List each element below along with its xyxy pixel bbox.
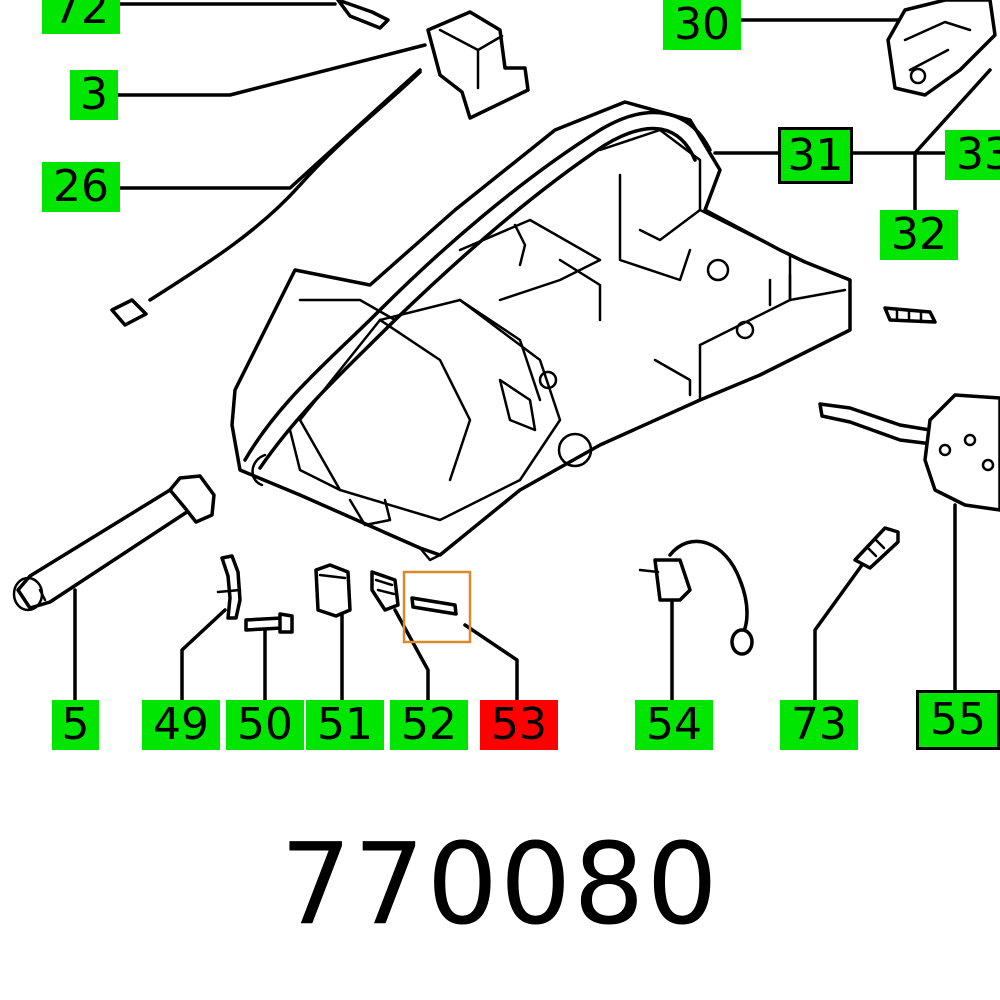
part-51-cap (314, 563, 352, 618)
callout-54[interactable]: 54 (635, 700, 713, 750)
callout-5-text: 5 (61, 699, 90, 750)
part-49-clip (216, 554, 242, 620)
callout-72[interactable]: 72 (42, 0, 120, 34)
part-30-switch (886, 0, 997, 97)
callout-73-text: 73 (791, 699, 847, 750)
callout-52-text: 52 (401, 699, 457, 750)
callout-51-text: 51 (317, 699, 373, 750)
callout-55[interactable]: 55 (916, 690, 1000, 750)
callout-53-text: 53 (491, 699, 547, 750)
part-52-spring (370, 570, 400, 612)
callout-55-text: 55 (930, 694, 986, 745)
main-housing (230, 100, 852, 562)
part-number-title: 770080 (280, 820, 720, 950)
callout-30[interactable]: 30 (663, 0, 741, 50)
part-26-cable (110, 70, 422, 327)
callout-33[interactable]: 33 (945, 130, 1000, 180)
part-72-screw (336, 0, 390, 30)
callout-32-text: 32 (891, 209, 947, 260)
callout-50[interactable]: 50 (226, 700, 304, 750)
callout-49-text: 49 (153, 699, 209, 750)
callout-30-text: 30 (674, 0, 730, 50)
callout-32[interactable]: 32 (880, 210, 958, 260)
callout-52[interactable]: 52 (390, 700, 468, 750)
callout-3[interactable]: 3 (70, 70, 118, 120)
callout-26[interactable]: 26 (42, 162, 120, 212)
callout-5[interactable]: 5 (52, 700, 99, 750)
callout-72-text: 72 (53, 0, 109, 34)
callout-50-text: 50 (237, 699, 293, 750)
part-3-cable-clamp (426, 10, 530, 120)
callout-3-text: 3 (80, 69, 108, 120)
callout-51[interactable]: 51 (306, 700, 384, 750)
callout-31-text: 31 (787, 129, 844, 181)
part-5-cable-sleeve (12, 474, 216, 612)
part-32-screw (883, 306, 937, 324)
callout-54-text: 54 (646, 699, 702, 750)
leader-lines (73, 2, 992, 702)
callout-33-text: 33 (956, 129, 1000, 180)
callout-49[interactable]: 49 (142, 700, 220, 750)
part-50-screw (244, 612, 294, 634)
part-54-cable-clip (638, 539, 754, 656)
callout-53[interactable]: 53 (480, 700, 558, 750)
callout-73[interactable]: 73 (780, 700, 858, 750)
part-73-pin (853, 526, 900, 570)
part-53-selection-box[interactable] (402, 570, 472, 644)
callout-26-text: 26 (53, 161, 109, 212)
part-55-switch-assembly (818, 393, 1000, 512)
part-53-pin (410, 596, 458, 616)
callout-31[interactable]: 31 (778, 127, 853, 184)
